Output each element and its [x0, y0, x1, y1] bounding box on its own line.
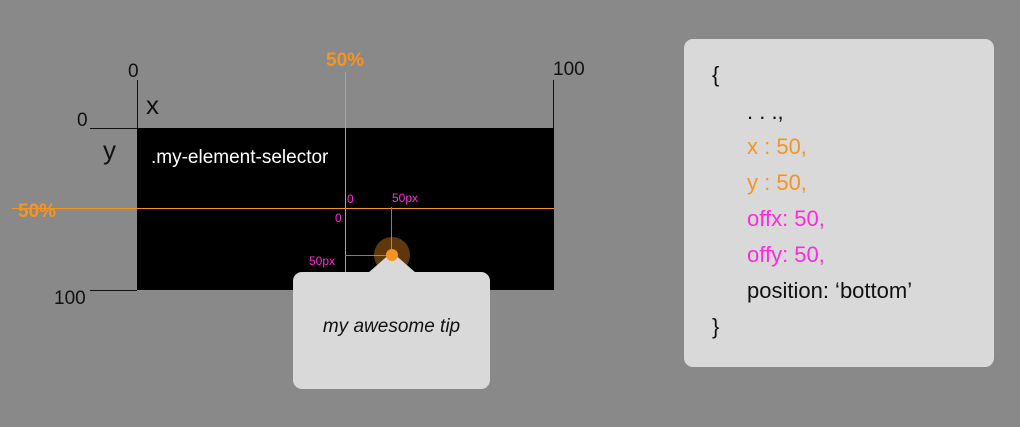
- y-axis-end-label: 100: [54, 288, 86, 309]
- code-position-line: position: ‘bottom’: [747, 278, 913, 303]
- tip-anchor-dot: [386, 249, 398, 261]
- code-offy-line: offy: 50,: [747, 242, 825, 267]
- element-selector-label: .my-element-selector: [151, 147, 329, 168]
- center-y-label: 50%: [18, 201, 57, 222]
- y-axis-start-label: 0: [77, 110, 88, 131]
- x-axis-line: [90, 128, 137, 129]
- x-end-tick: [553, 80, 554, 128]
- code-x-line: x : 50,: [747, 134, 807, 159]
- code-y-line: y : 50,: [747, 170, 807, 195]
- tooltip-arrow-icon: [368, 252, 416, 273]
- code-ellipsis: . . .,: [747, 99, 784, 124]
- center-x-label: 50%: [326, 50, 365, 71]
- y-end-tick: [90, 290, 137, 291]
- center-horizontal-line: [12, 208, 554, 209]
- x-axis-letter: x: [146, 90, 159, 120]
- center-vertical-line: [345, 72, 346, 290]
- offset-origin-x-label: 0: [347, 192, 354, 206]
- x-axis-start-label: 0: [128, 61, 139, 82]
- tooltip-box: [293, 272, 490, 389]
- y-axis-letter: y: [103, 135, 116, 165]
- offset-x-label: 50px: [392, 191, 419, 205]
- offset-origin-y-label: 0: [335, 211, 342, 225]
- code-offx-line: offx: 50,: [747, 206, 825, 231]
- code-close-brace: }: [712, 314, 720, 339]
- x-axis-end-label: 100: [553, 59, 585, 80]
- y-axis-line: [137, 80, 138, 128]
- code-panel: [684, 39, 994, 367]
- code-open-brace: {: [712, 62, 720, 87]
- offset-vertical-line: [391, 207, 392, 256]
- offset-y-label: 50px: [309, 254, 336, 268]
- tooltip-text: my awesome tip: [322, 316, 461, 337]
